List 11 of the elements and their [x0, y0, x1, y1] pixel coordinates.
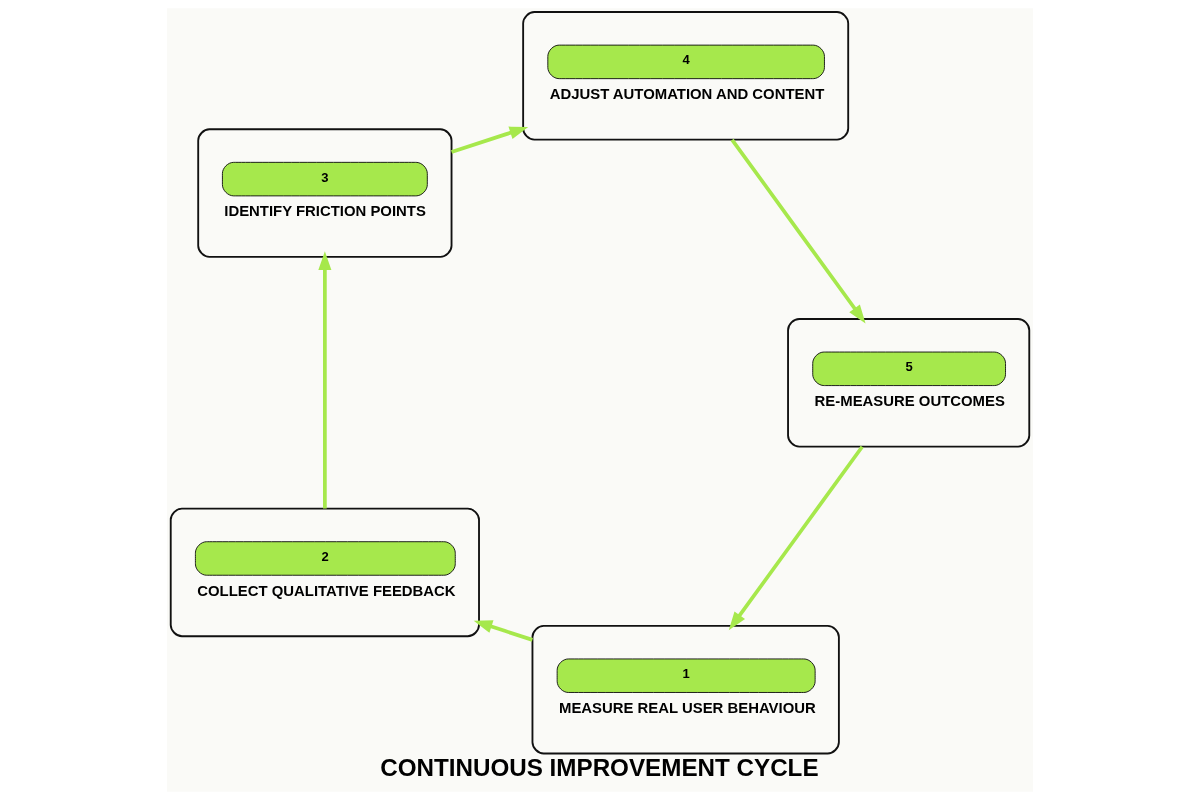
node-box: 1 MEASURE REAL USER BEHAVIOUR	[531, 624, 840, 755]
node-box: 2 COLLECT QUALITATIVE FEEDBACK	[169, 507, 480, 638]
arrow	[318, 251, 332, 509]
arrow	[730, 138, 866, 324]
diagram-title: CONTINUOUS IMPROVEMENT CYCLE	[380, 753, 819, 781]
node-box: 3 IDENTIFY FRICTION POINTS	[197, 128, 453, 258]
node-box: 5 RE-MEASURE OUTCOMES	[787, 318, 1031, 448]
arrow	[473, 620, 533, 642]
arrow	[451, 126, 529, 154]
arrow	[728, 445, 864, 631]
node-box: 4 ADJUST AUTOMATION AND CONTENT	[522, 11, 850, 141]
